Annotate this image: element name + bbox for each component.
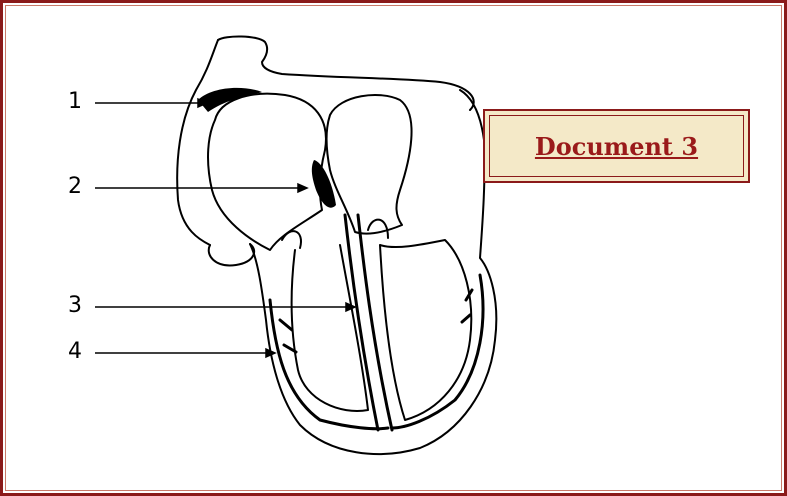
arrowhead-2 (298, 184, 307, 192)
right-ventricle-inner (292, 245, 368, 411)
superior-vena-cava (218, 36, 474, 110)
purkinje-branch-1 (280, 320, 292, 330)
atrioventricular-node (312, 160, 336, 208)
purkinje-branch-4 (462, 315, 470, 322)
valve-left (368, 220, 388, 238)
inferior-vena-cava (209, 244, 254, 265)
marker-1: 1 (68, 91, 82, 113)
marker-3: 3 (68, 295, 82, 317)
sinoatrial-node (198, 88, 262, 112)
document-title: Document 3 (535, 132, 698, 161)
vessel-left-wall (177, 40, 218, 245)
arrowhead-3 (346, 303, 355, 311)
document-label-box: Document 3 (483, 109, 750, 183)
left-ventricle-inner (380, 240, 471, 420)
marker-2: 2 (68, 176, 82, 198)
right-atrium-inner (208, 94, 326, 250)
marker-4: 4 (68, 341, 82, 363)
left-atrium-inner (327, 95, 412, 234)
document-label-inner: Document 3 (489, 115, 744, 177)
arrowhead-4 (266, 349, 275, 357)
